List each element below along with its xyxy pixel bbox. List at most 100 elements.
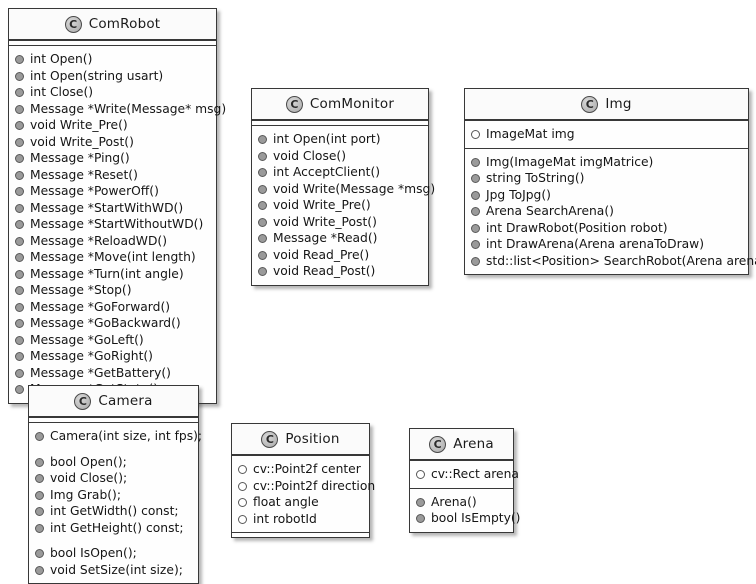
- method-row: Message *PowerOff(): [9, 183, 216, 200]
- method-row: int AcceptClient(): [252, 164, 428, 181]
- method-row: Message *GetBattery(): [9, 365, 216, 382]
- public-method-marker-icon: [15, 368, 24, 378]
- public-method-marker-icon: [471, 207, 480, 217]
- method-label: string ToString(): [486, 171, 585, 186]
- attribute-label: cv::Point2f direction: [253, 478, 376, 493]
- public-method-marker-icon: [15, 352, 24, 362]
- public-method-marker-icon: [471, 157, 480, 167]
- method-label: bool IsEmpty(): [431, 511, 521, 526]
- member-spacer: [29, 445, 198, 454]
- method-row: Message *ReloadWD(): [9, 233, 216, 250]
- class-stereotype-icon: C: [429, 435, 447, 453]
- method-row: Arena(): [410, 494, 513, 511]
- method-row: Img(ImageMat imgMatrice): [465, 154, 748, 171]
- public-method-marker-icon: [35, 457, 44, 467]
- attribute-label: cv::Rect arena: [431, 467, 519, 482]
- class-header: C Arena: [410, 429, 513, 460]
- class-stereotype-icon: C: [74, 392, 92, 410]
- public-method-marker-icon: [15, 121, 24, 131]
- class-stereotype-icon: C: [64, 15, 82, 33]
- method-row: Img Grab();: [29, 487, 198, 504]
- method-label: Message *Ping(): [30, 151, 130, 166]
- class-name-label: Img: [605, 96, 632, 112]
- method-row: int Open(): [9, 51, 216, 68]
- method-label: int GetHeight() const;: [50, 520, 184, 535]
- method-row: int Close(): [9, 84, 216, 101]
- method-row: void Write(Message *msg): [252, 181, 435, 198]
- public-field-marker-icon: [238, 465, 247, 475]
- uml-class-comrobot[interactable]: C ComRobot int Open()int Open(string usart…: [8, 8, 226, 404]
- public-method-marker-icon: [471, 256, 480, 266]
- attribute-row: int robotId: [232, 511, 369, 528]
- public-method-marker-icon: [15, 385, 24, 395]
- public-method-marker-icon: [15, 269, 24, 279]
- public-method-marker-icon: [258, 234, 267, 244]
- method-row: void Close(): [252, 148, 428, 165]
- method-row: int DrawArena(Arena arenaToDraw): [465, 236, 748, 253]
- attributes-compartment: [29, 417, 198, 422]
- method-row: void Write_Post(): [9, 134, 216, 151]
- method-label: Message *GetBattery(): [30, 365, 171, 380]
- public-method-marker-icon: [15, 154, 24, 164]
- attribute-label: float angle: [253, 495, 319, 510]
- public-method-marker-icon: [15, 286, 24, 296]
- method-label: Message *PowerOff(): [30, 184, 159, 199]
- method-label: Message *Turn(int angle): [30, 266, 184, 281]
- methods-compartment: int Open(int port)void Close()int Accept…: [252, 125, 435, 285]
- method-label: Arena(): [431, 494, 477, 509]
- method-label: int Open(string usart): [30, 68, 164, 83]
- method-label: Message *ReloadWD(): [30, 233, 168, 248]
- public-method-marker-icon: [471, 174, 480, 184]
- class-name-label: Arena: [453, 436, 494, 452]
- method-row: void SetSize(int size);: [29, 562, 198, 579]
- method-label: void Write_Post(): [273, 214, 377, 229]
- methods-compartment: Arena() bool IsEmpty(): [410, 487, 520, 532]
- method-label: Message *GoRight(): [30, 349, 153, 364]
- public-field-marker-icon: [471, 130, 480, 140]
- public-field-marker-icon: [416, 470, 425, 480]
- method-row: bool Open();: [29, 454, 198, 471]
- class-header: C Position: [232, 424, 369, 455]
- method-label: std::list<Position> SearchRobot(Arena ar…: [486, 253, 756, 268]
- method-label: int Close(): [30, 85, 94, 100]
- method-row: Message *Ping(): [9, 150, 216, 167]
- public-method-marker-icon: [15, 170, 24, 180]
- public-method-marker-icon: [35, 549, 44, 559]
- public-method-marker-icon: [258, 151, 267, 161]
- public-method-marker-icon: [35, 523, 44, 533]
- method-row: Message *StartWithWD(): [9, 200, 216, 217]
- method-row: void Read_Post(): [252, 263, 428, 280]
- method-label: Message *Stop(): [30, 283, 132, 298]
- public-method-marker-icon: [15, 220, 24, 230]
- attributes-compartment: ImageMat img: [465, 120, 748, 148]
- method-row: string ToString(): [465, 170, 748, 187]
- method-label: Message *StartWithoutWD(): [30, 217, 204, 232]
- class-stereotype-icon: C: [261, 430, 279, 448]
- method-row: Message *GoRight(): [9, 348, 216, 365]
- public-method-marker-icon: [258, 201, 267, 211]
- method-row: void Close();: [29, 470, 198, 487]
- public-field-marker-icon: [238, 481, 247, 491]
- method-row: Message *Stop(): [9, 282, 216, 299]
- method-label: Img(ImageMat imgMatrice): [486, 154, 654, 169]
- method-label: Arena SearchArena(): [486, 204, 614, 219]
- methods-compartment: Img(ImageMat imgMatrice) string ToString(…: [465, 147, 756, 274]
- method-label: void Read_Pre(): [273, 247, 370, 262]
- class-name-label: ComRobot: [88, 16, 161, 32]
- methods-compartment: int Open()int Open(string usart) int Clos…: [9, 45, 226, 403]
- method-row: Message *GoForward(): [9, 299, 216, 316]
- public-method-marker-icon: [258, 184, 267, 194]
- method-label: bool IsOpen();: [50, 546, 137, 561]
- public-method-marker-icon: [15, 302, 24, 312]
- attribute-label: ImageMat img: [486, 127, 575, 142]
- class-name-label: Position: [285, 431, 340, 447]
- public-method-marker-icon: [35, 432, 44, 442]
- method-label: void Write_Pre(): [273, 198, 371, 213]
- attributes-compartment: cv::Rect arena: [410, 460, 519, 488]
